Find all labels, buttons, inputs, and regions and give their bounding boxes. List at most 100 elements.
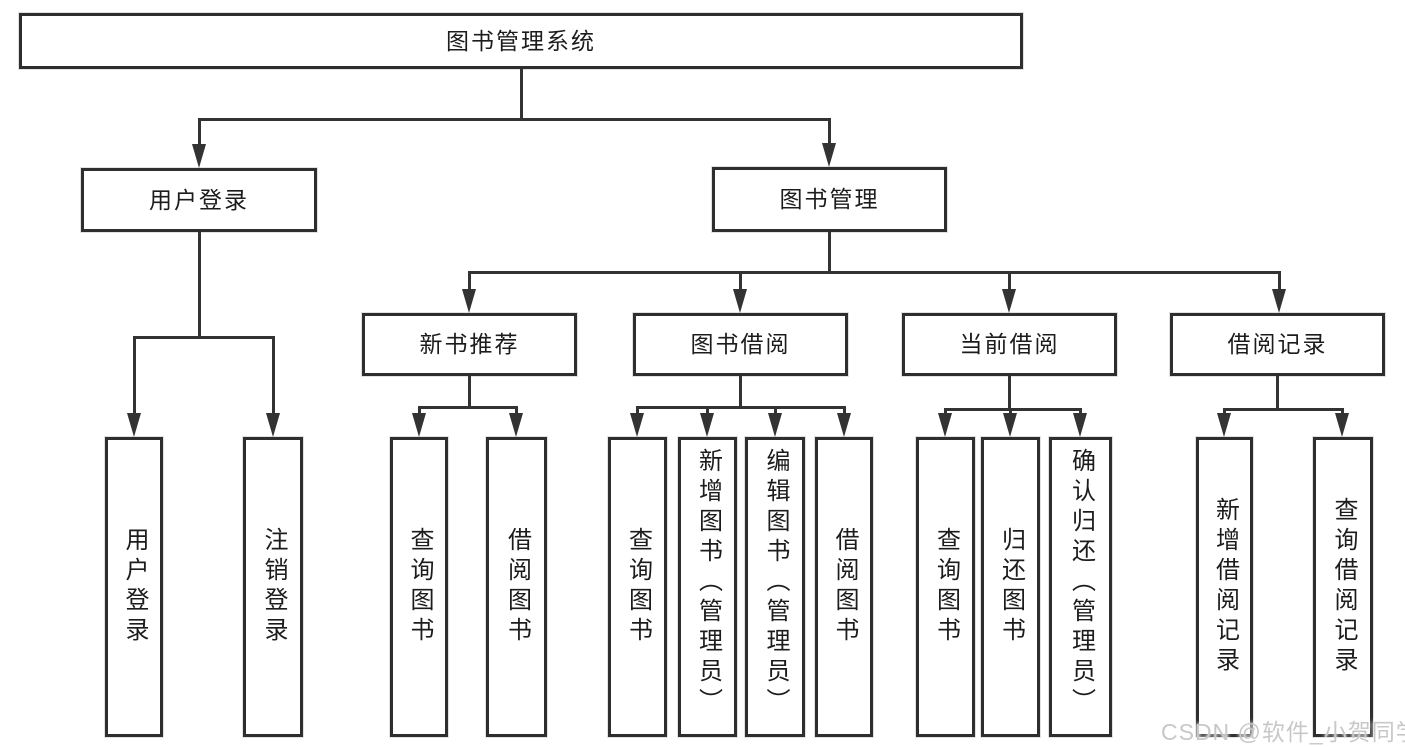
arrow-down-icon: [822, 143, 836, 167]
arrow-down-icon: [412, 413, 426, 437]
connector-line: [197, 118, 201, 144]
connector-drop-book-borrowing: [733, 271, 747, 313]
connector-line: [705, 406, 709, 413]
connector-drop-add-borrow-record: [1217, 408, 1231, 437]
arrow-down-icon: [1073, 413, 1087, 437]
connector-line: [1008, 408, 1012, 413]
leaf-add-borrow-record-label: 新增借阅记录: [1211, 497, 1239, 677]
arrow-down-icon: [837, 413, 851, 437]
node-root-label: 图书管理系统: [446, 27, 596, 54]
leaf-query-books-recommend-label: 查询图书: [406, 527, 433, 647]
connector-drop-new-book-recommend: [462, 271, 476, 313]
leaf-user-login: 用户登录: [105, 437, 163, 737]
connector-drop-query-books-current: [938, 408, 952, 437]
connector-drop-leaf-user-login: [127, 336, 141, 437]
connector-branch-current-borrowing: [945, 408, 1081, 411]
node-current-borrowing-label: 当前借阅: [959, 331, 1060, 357]
leaf-add-borrow-record: 新增借阅记录: [1196, 437, 1253, 737]
arrow-down-icon: [733, 289, 747, 313]
node-book-management: 图书管理: [712, 167, 947, 232]
node-user-login-label: 用户登录: [149, 186, 249, 213]
arrow-down-icon: [462, 289, 476, 313]
node-book-management-label: 图书管理: [779, 186, 880, 212]
connector-line: [1222, 408, 1226, 413]
arrow-down-icon: [1003, 413, 1017, 437]
connector-branch-level1: [199, 118, 830, 121]
leaf-query-borrow-record-label: 查询借阅记录: [1330, 497, 1357, 677]
node-borrowing-records-label: 借阅记录: [1227, 331, 1328, 357]
connector-line: [738, 271, 742, 289]
arrow-down-icon: [1272, 289, 1286, 313]
connector-line: [514, 406, 518, 413]
connector-line: [1007, 271, 1011, 289]
leaf-query-books-recommend: 查询图书: [390, 437, 448, 737]
connector-line: [1340, 408, 1344, 413]
connector-stem-book-borrowing: [739, 376, 742, 406]
watermark: CSDN @软件_小贺同学: [1161, 719, 1405, 745]
leaf-borrow-books-borrowing-label: 借阅图书: [831, 527, 858, 647]
connector-line: [943, 408, 947, 413]
connector-line: [271, 336, 275, 413]
leaf-logout-label: 注销登录: [260, 527, 287, 647]
leaf-return-books: 归还图书: [981, 437, 1040, 737]
connector-drop-query-books-recommend: [412, 406, 426, 437]
leaf-add-books-admin-label: 新增图书（管理员）: [694, 448, 722, 718]
connector-drop-book-management: [822, 118, 836, 167]
arrow-down-icon: [630, 413, 644, 437]
leaf-logout: 注销登录: [243, 437, 303, 737]
leaf-user-login-label: 用户登录: [121, 527, 148, 647]
node-current-borrowing: 当前借阅: [902, 313, 1117, 376]
connector-drop-query-books-borrowing: [630, 406, 644, 437]
connector-drop-leaf-logout: [266, 336, 280, 437]
connector-drop-edit-books-admin: [768, 406, 782, 437]
connector-branch-user-login: [134, 336, 274, 339]
node-root: 图书管理系统: [19, 13, 1023, 69]
connector-line: [417, 406, 421, 413]
arrow-down-icon: [266, 413, 280, 437]
node-book-borrowing-label: 图书借阅: [690, 331, 791, 357]
connector-line: [1277, 271, 1281, 289]
connector-stem-current-borrowing: [1008, 376, 1011, 408]
leaf-edit-books-admin: 编辑图书（管理员）: [745, 437, 805, 737]
connector-branch-new-book-recommend: [419, 406, 517, 409]
leaf-borrow-books-borrowing: 借阅图书: [815, 437, 873, 737]
connector-branch-book-management: [469, 271, 1279, 274]
arrow-down-icon: [1217, 413, 1231, 437]
leaf-query-books-borrowing: 查询图书: [608, 437, 667, 737]
leaf-add-books-admin: 新增图书（管理员）: [678, 437, 737, 737]
leaf-borrow-books-recommend: 借阅图书: [486, 437, 547, 737]
connector-stem-book-management: [828, 232, 831, 271]
connector-stem-root: [520, 69, 523, 118]
connector-stem-borrowing-records: [1276, 376, 1279, 408]
connector-drop-return-books: [1003, 408, 1017, 437]
connector-stem-new-book-recommend: [468, 376, 471, 406]
connector-drop-borrowing-records: [1272, 271, 1286, 313]
connector-drop-add-books-admin: [700, 406, 714, 437]
connector-line: [467, 271, 471, 289]
connector-line: [827, 118, 831, 143]
connector-line: [1078, 408, 1082, 413]
arrow-down-icon: [1335, 413, 1349, 437]
connector-drop-borrow-books-recommend: [509, 406, 523, 437]
arrow-down-icon: [509, 413, 523, 437]
connector-line: [132, 336, 136, 413]
node-borrowing-records: 借阅记录: [1170, 313, 1385, 376]
arrow-down-icon: [938, 413, 952, 437]
connector-branch-book-borrowing: [637, 406, 845, 409]
node-book-borrowing: 图书借阅: [633, 313, 848, 376]
leaf-confirm-return-admin-label: 确认归还（管理员）: [1067, 448, 1095, 718]
arrow-down-icon: [192, 144, 206, 168]
connector-stem-user-login: [198, 232, 201, 336]
connector-line: [773, 406, 777, 413]
connector-branch-borrowing-records: [1224, 408, 1343, 411]
leaf-query-books-borrowing-label: 查询图书: [624, 527, 652, 647]
connector-drop-user-login: [192, 118, 206, 168]
connector-drop-current-borrowing: [1002, 271, 1016, 313]
leaf-query-books-current-label: 查询图书: [932, 527, 960, 647]
leaf-confirm-return-admin: 确认归还（管理员）: [1049, 437, 1112, 737]
node-user-login: 用户登录: [81, 168, 317, 232]
leaf-borrow-books-recommend-label: 借阅图书: [503, 527, 531, 647]
arrow-down-icon: [1002, 289, 1016, 313]
connector-drop-borrow-books-borrowing: [837, 406, 851, 437]
